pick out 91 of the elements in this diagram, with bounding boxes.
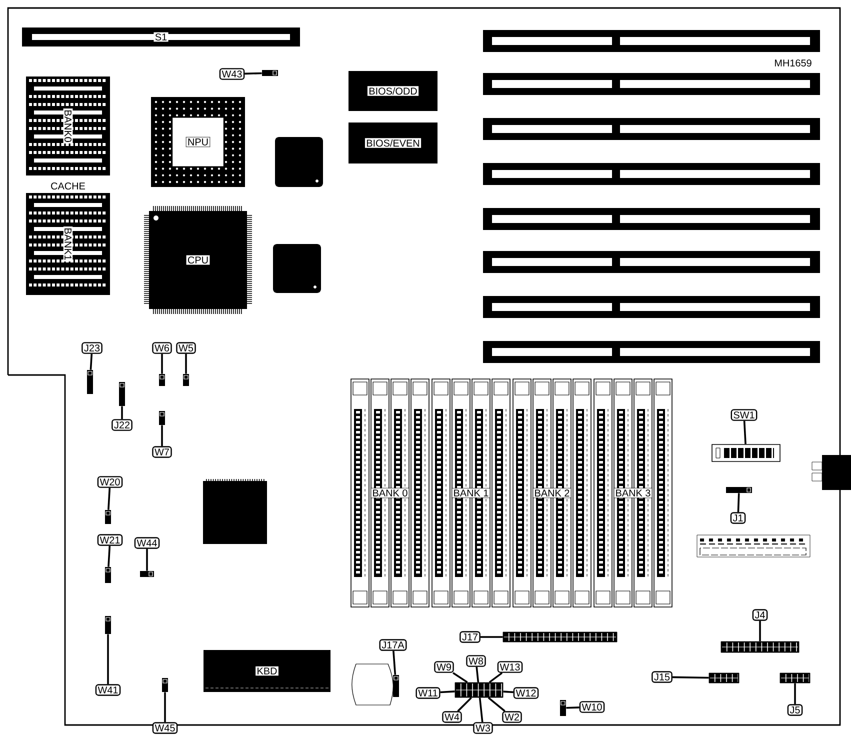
jumper <box>87 370 93 394</box>
leader-line <box>794 683 796 704</box>
leader-line <box>566 706 580 709</box>
jumper <box>105 616 111 634</box>
callout-label: W41 <box>95 684 121 696</box>
jumper <box>393 675 399 697</box>
jumper <box>119 382 125 406</box>
leader-line <box>478 698 484 722</box>
leader-line <box>488 672 503 684</box>
pin-header <box>708 672 740 684</box>
leader-line <box>108 546 111 567</box>
pin-header <box>454 682 504 698</box>
drawing-number: MH1659 <box>775 59 812 67</box>
leader-line <box>452 672 468 684</box>
callout-label: W7 <box>152 446 172 458</box>
node-label: BANK 0 <box>373 489 408 497</box>
pin-header <box>780 672 810 684</box>
cache-bank: BANK0 <box>26 76 110 176</box>
leader-line <box>121 406 123 420</box>
memory-bank: BANK 2 <box>512 378 592 608</box>
leader-line <box>161 354 163 374</box>
leader-line <box>672 676 709 679</box>
bios-chip: BIOS/ODD <box>348 71 438 111</box>
callout-label: SW1 <box>730 409 758 421</box>
callout-label: W10 <box>579 701 605 713</box>
jumper <box>262 70 278 76</box>
leader-line <box>503 690 514 694</box>
leader-line <box>108 488 111 510</box>
callout-label: W13 <box>497 661 523 673</box>
leader-line <box>457 697 472 712</box>
leader-line <box>146 548 148 571</box>
callout-label: J23 <box>82 342 102 354</box>
callout-label: W5 <box>176 342 196 354</box>
memory-slot: S1 <box>22 28 300 46</box>
callout-label: J4 <box>752 609 768 621</box>
node-label: BANK 3 <box>616 489 650 497</box>
callout-label: J17 <box>460 631 480 643</box>
leader-line <box>759 620 761 642</box>
dip-switch <box>712 444 780 462</box>
callout-label: W4 <box>442 711 462 723</box>
callout-label: W43 <box>219 68 245 80</box>
jumper <box>140 571 154 577</box>
leader-line <box>244 72 262 75</box>
leader-line <box>164 692 166 722</box>
node-label: BANK 2 <box>535 490 570 496</box>
callout-label: J17A <box>379 639 407 651</box>
memory-bank: BANK 0 <box>350 378 430 608</box>
pin-header <box>502 632 618 642</box>
jumper <box>159 374 165 386</box>
callout-label: W6 <box>152 342 172 354</box>
leader-line <box>185 354 187 374</box>
leader-line <box>107 634 109 684</box>
callout-label: J5 <box>787 704 803 716</box>
callout-label: J15 <box>652 671 672 683</box>
callout-label: W20 <box>97 476 123 488</box>
jumper <box>183 374 189 386</box>
leader-line <box>480 636 503 638</box>
bios-chip: BIOS/EVEN <box>348 122 438 164</box>
jumper <box>560 700 566 716</box>
leader-line <box>161 425 163 446</box>
callout-label: J1 <box>730 512 746 524</box>
callout-label: W2 <box>502 711 522 723</box>
cache-bank: BANK1 <box>26 193 110 295</box>
jumper <box>726 487 752 493</box>
memory-bank: BANK 3 <box>594 378 672 608</box>
leader-line <box>743 420 746 444</box>
jumper <box>105 567 111 583</box>
leader-line <box>90 354 93 370</box>
pin-header <box>720 641 800 653</box>
callout-label: W8 <box>466 655 486 667</box>
keyboard-chip: KBD <box>204 650 330 692</box>
callout-label: W11 <box>416 687 440 699</box>
leader-line <box>737 493 740 512</box>
cpu-chip: CPU <box>144 206 252 314</box>
callout-label: W12 <box>513 687 539 699</box>
leader-line <box>488 697 506 712</box>
jumper <box>105 510 111 524</box>
leader-line <box>476 666 480 682</box>
component-label: CACHE <box>49 180 87 192</box>
callout-label: W44 <box>134 537 160 549</box>
callout-label: W3 <box>473 722 493 734</box>
leader-line <box>392 650 396 675</box>
callout-label: W9 <box>434 661 454 673</box>
memory-bank: BANK 1 <box>432 378 510 608</box>
callout-label: W45 <box>152 722 178 734</box>
npu-chip: NPU <box>151 97 245 187</box>
jumper <box>159 411 165 425</box>
jumper <box>162 678 168 692</box>
callout-label: W21 <box>97 534 123 546</box>
leader-line <box>440 690 455 694</box>
callout-label: J22 <box>112 419 132 431</box>
